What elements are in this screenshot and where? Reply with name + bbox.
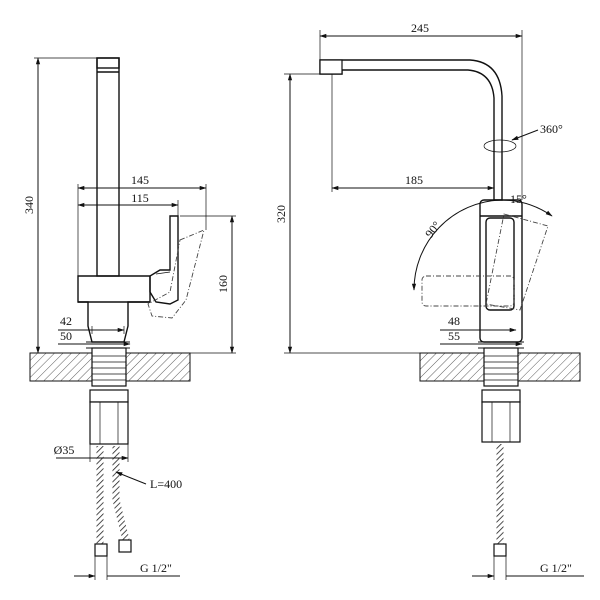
dim-angle-90: 90°	[422, 218, 443, 240]
side-arc-15	[499, 199, 553, 217]
front-hose-connector-left	[94, 543, 108, 557]
front-handle	[149, 215, 179, 305]
side-arc-90	[411, 199, 501, 291]
front-hose-right	[112, 446, 130, 541]
dim-angle-15: 15°	[510, 192, 527, 206]
dim-base-55: 55	[448, 329, 460, 343]
front-base-block	[77, 275, 151, 343]
dim-diameter: Ø35	[54, 443, 75, 457]
dim-reach: 145	[131, 173, 149, 187]
dim-rotation: 360°	[540, 122, 563, 136]
side-spout	[319, 59, 503, 201]
front-spout-tip	[96, 57, 120, 69]
side-handle-ghost-flat	[421, 275, 515, 307]
dim-base-48: 48	[448, 314, 460, 328]
side-hose-connector	[493, 543, 507, 557]
side-spout-aerator	[319, 59, 343, 75]
dim-body-height: 160	[216, 275, 230, 293]
front-body-column	[96, 57, 120, 277]
side-view: 360° 90° 15° 245 185 320 48 55	[274, 21, 584, 580]
dim-spout-inner: 185	[405, 173, 423, 187]
side-rotation-ellipse	[483, 139, 517, 153]
side-handle	[485, 217, 515, 311]
dim-hose-length: L=400	[150, 477, 182, 491]
dim-spout-reach: 245	[411, 21, 429, 35]
dim-spout-height: 320	[274, 205, 288, 223]
front-hose-connector-right	[118, 539, 132, 553]
dim-handle-reach: 115	[131, 191, 149, 205]
dim-base-50: 50	[60, 329, 72, 343]
front-fixing-nut	[89, 389, 129, 403]
side-mounting-block	[481, 401, 521, 443]
side-fixing-nut	[481, 389, 521, 403]
dim-total-height: 340	[22, 196, 36, 214]
dim-thread-front: G 1/2"	[140, 561, 172, 575]
front-view: 340 145 115 160 42 50 Ø35 L=400	[22, 57, 236, 580]
front-mounting-block	[89, 401, 129, 445]
front-handle-ghost	[147, 229, 205, 319]
side-handle-ghost-tilt	[485, 213, 549, 311]
dim-base-42: 42	[60, 314, 72, 328]
dim-thread-side: G 1/2"	[540, 561, 572, 575]
